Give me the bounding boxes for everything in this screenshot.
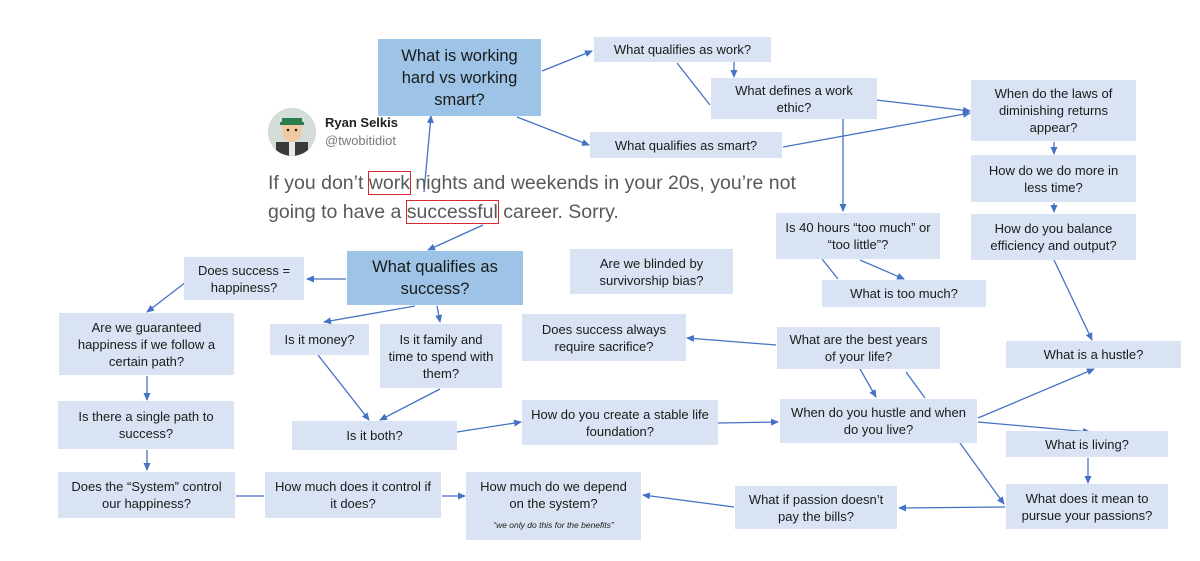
- arrow-hustlelive-to-living: [977, 421, 1091, 435]
- node-what-hustle: What is a hustle?: [1006, 341, 1181, 368]
- node-single-path: Is there a single path to success?: [58, 401, 234, 449]
- tweet-text: If you don’t work nights and weekends in…: [268, 169, 828, 227]
- line-40-best: [821, 258, 839, 280]
- node-hard-vs-smart: What is working hard vs working smart?: [378, 39, 541, 116]
- arrow-family-to-both: [379, 388, 441, 421]
- node-forty-hours: Is 40 hours “too much” or “too little”?: [776, 213, 940, 259]
- line-best-to-living: [905, 371, 926, 399]
- node-hustle-and-live: When do you hustle and when do you live?: [780, 399, 977, 443]
- arrow-tweet-to-hard-smart: [423, 115, 434, 193]
- node-diminishing-returns: When do the laws of diminishing returns …: [971, 80, 1136, 141]
- arrow-passions-to-bills: [898, 504, 1006, 512]
- node-is-both: Is it both?: [292, 421, 457, 450]
- node-survivorship-bias: Are we blinded by survivorship bias?: [570, 249, 733, 294]
- node-stable-foundation: How do you create a stable life foundati…: [522, 400, 718, 445]
- node-system-control: Does the “System” control our happiness?: [58, 472, 235, 518]
- node-depend-system: How much do we depend on the system? “we…: [466, 472, 641, 540]
- node-how-much-control: How much does it control if it does?: [265, 472, 441, 518]
- arrow-best-to-hustlelive: [859, 368, 877, 398]
- highlight-successful: successful: [405, 200, 499, 224]
- arrow-tweet-to-success: [427, 224, 484, 251]
- arrow-ethic-to-diminishing: [875, 99, 971, 114]
- arrow-hard-smart-to-smart: [516, 116, 590, 146]
- node-balance-efficiency: How do you balance efficiency and output…: [971, 214, 1136, 260]
- node-depend-system-note: “we only do this for the benefits”: [493, 520, 614, 530]
- node-what-living: What is living?: [1006, 431, 1168, 457]
- arrow-balance-to-hustle: [1053, 259, 1093, 341]
- line-work-ethic: [676, 62, 711, 106]
- arrow-hard-smart-to-work: [541, 50, 593, 72]
- arrow-success-to-money: [323, 305, 416, 325]
- node-more-less-time: How do we do more in less time?: [971, 155, 1136, 202]
- avatar: [268, 108, 316, 156]
- arrow-stable-to-hustlelive: [717, 418, 779, 426]
- arrow-smart-to-diminishing: [782, 110, 971, 148]
- node-qualifies-work: What qualifies as work?: [594, 37, 771, 62]
- tweet-text-part: nights and weekends in your 20s, you’re …: [268, 172, 796, 223]
- avatar-portrait-icon: [268, 108, 316, 156]
- highlight-work: work: [367, 171, 412, 195]
- arrow-bills-to-depend: [642, 492, 735, 508]
- node-family-time: Is it family and time to spend with them…: [380, 324, 502, 388]
- node-too-much: What is too much?: [822, 280, 986, 307]
- arrow-happiness-to-guaranteed: [146, 281, 187, 313]
- arrow-hustlelive-to-passions: [959, 442, 1005, 505]
- node-depend-system-label: How much do we depend on the system?: [480, 479, 627, 511]
- arrow-best-to-sacrifice: [686, 335, 777, 346]
- arrow-money-to-both: [317, 354, 370, 421]
- arrow-40-to-toomuch: [859, 259, 905, 280]
- node-qualifies-smart: What qualifies as smart?: [590, 132, 782, 158]
- node-guaranteed-happiness: Are we guaranteed happiness if we follow…: [59, 313, 234, 375]
- node-passion-bills: What if passion doesn’t pay the bills?: [735, 486, 897, 529]
- node-qualifies-success: What qualifies as success?: [347, 251, 523, 305]
- node-best-years: What are the best years of your life?: [777, 327, 940, 369]
- node-work-ethic: What defines a work ethic?: [711, 78, 877, 119]
- arrow-success-to-family: [435, 305, 443, 323]
- node-pursue-passions: What does it mean to pursue your passion…: [1006, 484, 1168, 529]
- arrow-hustlelive-to-hustle: [977, 368, 1095, 419]
- arrow-both-to-stable: [456, 419, 522, 433]
- node-success-happiness: Does success = happiness?: [184, 257, 304, 300]
- node-is-money: Is it money?: [270, 324, 369, 355]
- tweet-text-part: If you don’t: [268, 172, 369, 194]
- tweet-author-handle: @twobitidiot: [325, 133, 397, 148]
- node-success-sacrifice: Does success always require sacrifice?: [522, 314, 686, 361]
- tweet-author-name: Ryan Selkis: [325, 115, 398, 130]
- tweet-text-part: career. Sorry.: [497, 201, 619, 223]
